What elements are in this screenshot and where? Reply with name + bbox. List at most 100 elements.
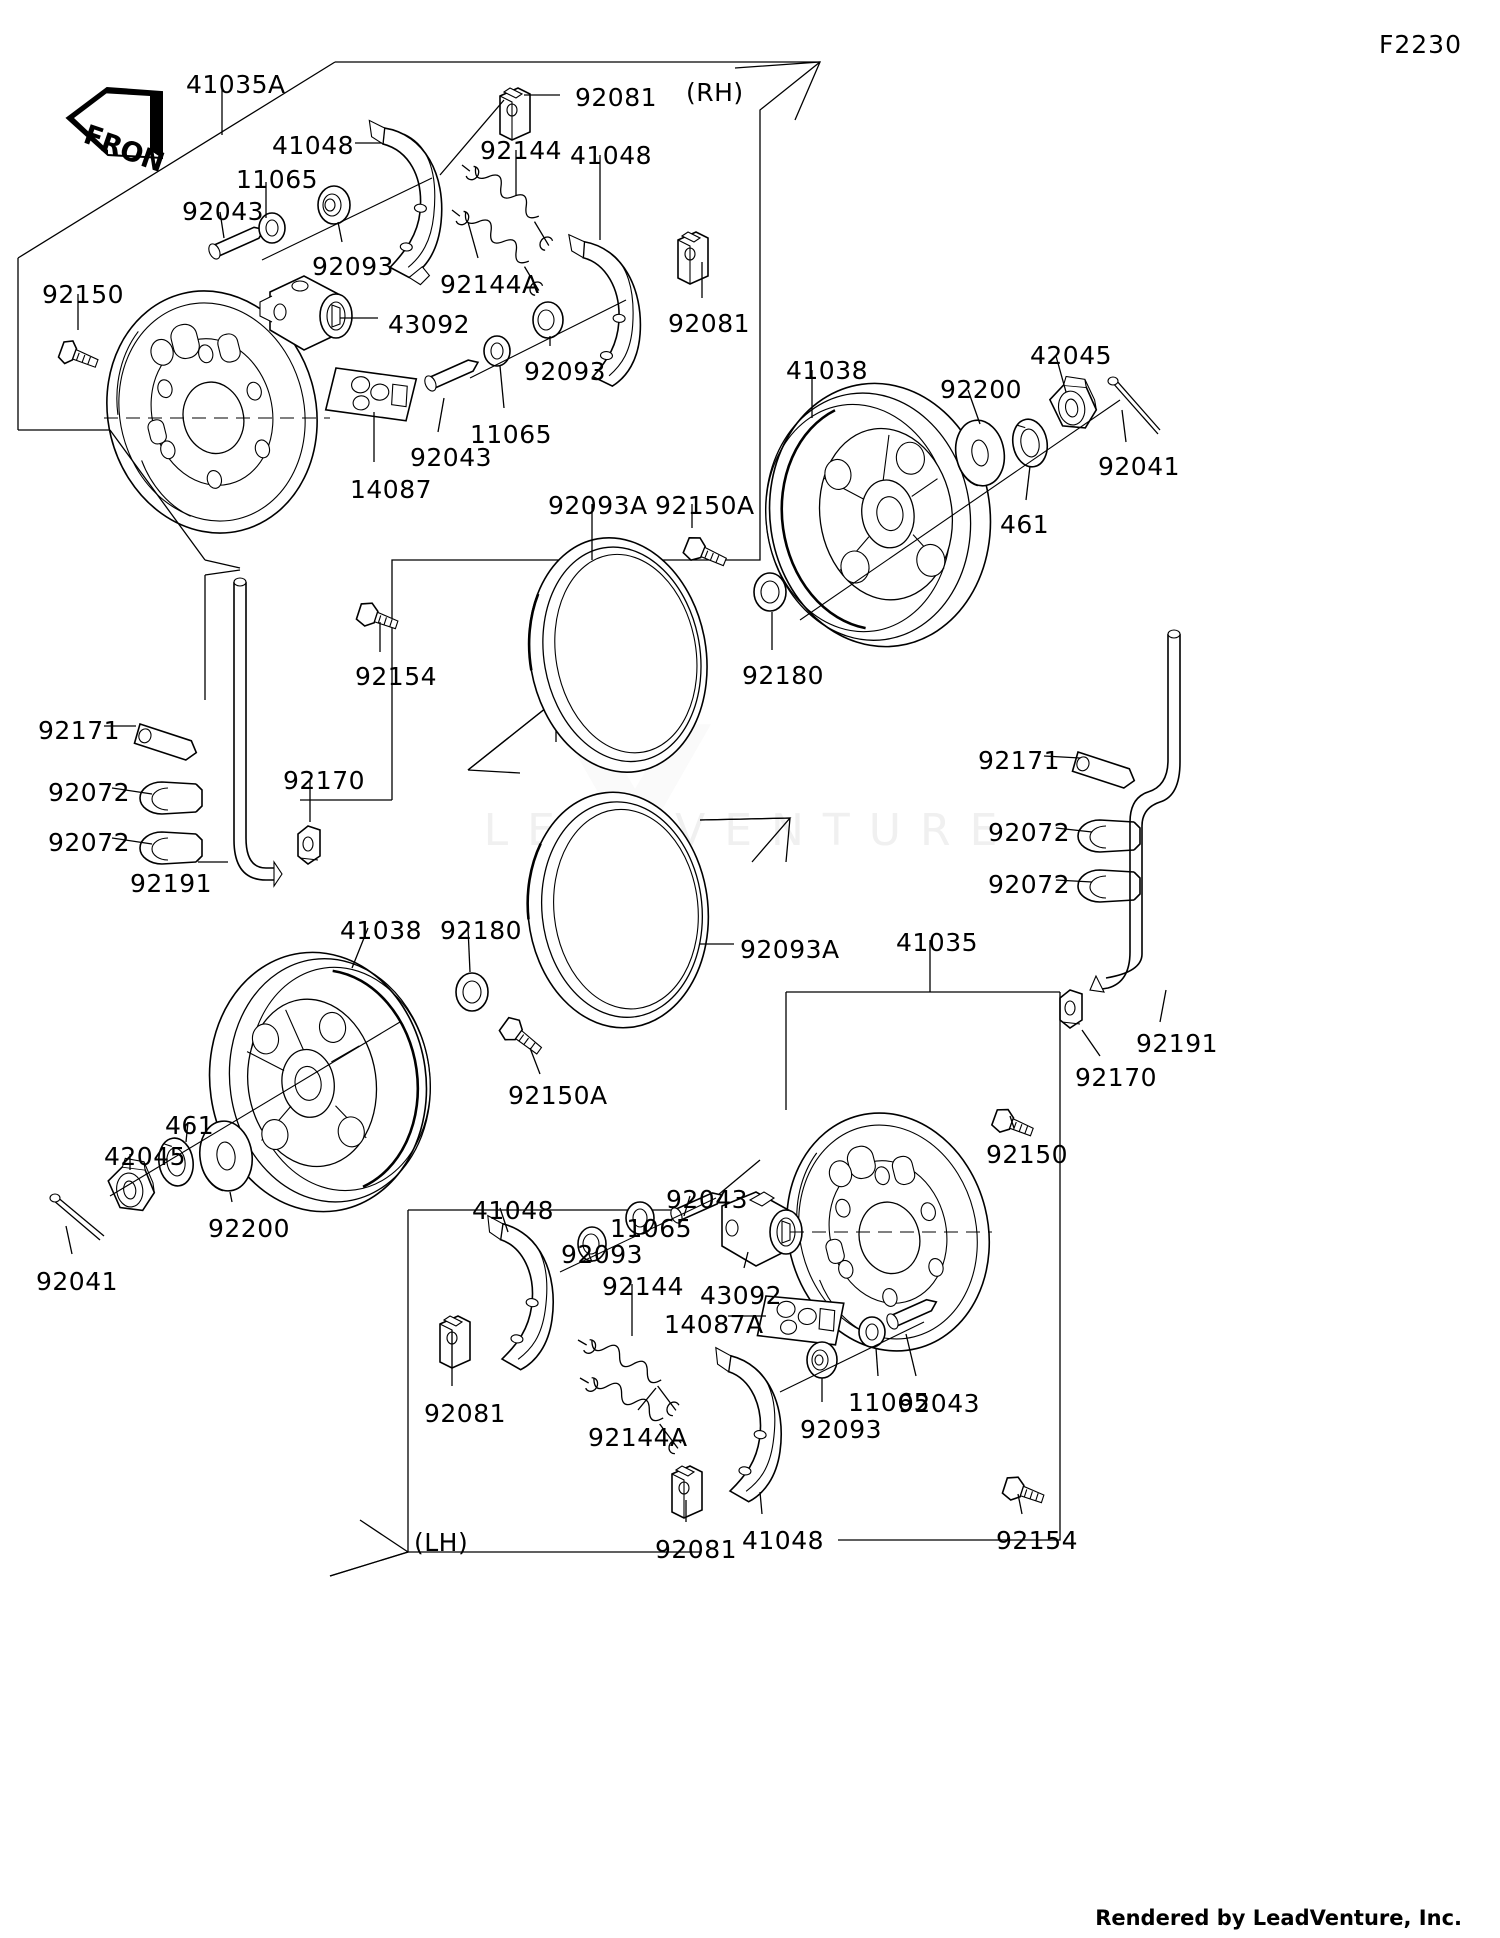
callout-wheel-cylinder[interactable]: 43092	[700, 1281, 783, 1310]
callout-plate[interactable]: 14087	[350, 475, 433, 504]
callout-spring-clip[interactable]: 92081	[668, 309, 751, 338]
assembly-axis-upper	[799, 399, 1121, 621]
callout-brake-drum[interactable]: 41038	[340, 916, 423, 945]
spring-clip-lh-2	[671, 1465, 703, 1519]
callout-seal[interactable]: 92093	[312, 252, 395, 281]
callout-pin[interactable]: 92043	[898, 1389, 981, 1418]
axis-lines	[104, 417, 992, 1233]
callout-bolt-flanged[interactable]: 92154	[355, 662, 438, 691]
callout-band[interactable]: 92072	[988, 818, 1071, 847]
leader-lines	[65, 88, 1167, 1522]
callout-pin[interactable]: 92043	[182, 197, 265, 226]
bolt-92154-lh	[1001, 1476, 1045, 1504]
callout-seal[interactable]: 92093	[561, 1240, 644, 1269]
spring-clip-rh-2	[677, 231, 709, 285]
callout-cap[interactable]: 11065	[848, 1388, 931, 1417]
cotter-pin-92041-upper	[1107, 376, 1161, 435]
callout-castle-nut[interactable]: 42045	[1030, 341, 1113, 370]
callout-brake-shoe[interactable]: 41048	[570, 141, 653, 170]
callout-bolt[interactable]: 92150A	[508, 1081, 608, 1110]
seal-92093-rh-1	[317, 185, 351, 225]
callout-oil-seal[interactable]: 92093A	[548, 491, 648, 520]
plate-14087	[324, 367, 418, 422]
callout-bolt[interactable]: 92150	[986, 1140, 1069, 1169]
callout-side-marker-rh[interactable]: (RH)	[686, 78, 744, 107]
washer-92200-upper	[954, 419, 1006, 487]
shim-92180-upper	[753, 572, 787, 612]
callout-tension-spring[interactable]: 92144	[602, 1272, 685, 1301]
callout-bolt[interactable]: 92150	[42, 280, 125, 309]
callout-brake-panel-rh[interactable]: 41035A	[186, 70, 286, 99]
callout-shim[interactable]: 92180	[440, 916, 523, 945]
callout-bolt[interactable]: 92150A	[655, 491, 755, 520]
callout-cotter-pin[interactable]: 92041	[1098, 452, 1181, 481]
callout-band[interactable]: 92072	[48, 778, 131, 807]
group-frame-rh	[17, 61, 821, 801]
callout-spring-clip[interactable]: 92081	[424, 1399, 507, 1428]
pin-92043-rh-1	[208, 226, 265, 260]
bolt-92154-rh	[355, 602, 399, 630]
callout-cap[interactable]: 11065	[470, 420, 553, 449]
cap-11065-rh-2	[483, 335, 511, 367]
callout-cap[interactable]: 11065	[610, 1214, 693, 1243]
callout-clamp[interactable]: 92170	[283, 766, 366, 795]
callout-lock-washer[interactable]: 461	[165, 1111, 215, 1140]
pin-92043-lh-2	[886, 1298, 938, 1330]
callout-clamp[interactable]: 92171	[38, 716, 121, 745]
brake-backing-plate-rh	[106, 290, 318, 534]
callout-pin[interactable]: 92043	[666, 1185, 749, 1214]
lock-washer-461-upper	[1011, 418, 1049, 468]
band-92072-left-2	[139, 831, 203, 865]
callout-bolt-flanged[interactable]: 92154	[996, 1526, 1079, 1555]
callout-spring-clip[interactable]: 92081	[575, 83, 658, 112]
callout-plate[interactable]: 14087A	[664, 1310, 764, 1339]
callout-clamp[interactable]: 92171	[978, 746, 1061, 775]
brake-shoe-rh-front	[368, 119, 443, 286]
callout-brake-tube[interactable]: 92191	[130, 869, 213, 898]
shim-92180-lower	[455, 972, 489, 1012]
callout-wheel-cylinder[interactable]: 43092	[388, 310, 471, 339]
callout-band[interactable]: 92072	[48, 828, 131, 857]
callout-clamp[interactable]: 92170	[1075, 1063, 1158, 1092]
callout-cotter-pin[interactable]: 92041	[36, 1267, 119, 1296]
front-badge-icon: F R O N	[65, 86, 168, 179]
callout-tension-spring[interactable]: 92144	[480, 136, 563, 165]
callout-brake-shoe[interactable]: 41048	[472, 1196, 555, 1225]
callout-cap[interactable]: 11065	[236, 165, 319, 194]
callout-shim[interactable]: 92180	[742, 661, 825, 690]
callout-washer[interactable]: 92200	[940, 375, 1023, 404]
washer-92200-lower	[198, 1120, 254, 1192]
figure-code: F2230	[1378, 30, 1462, 59]
pin-axis-rh	[261, 177, 627, 379]
callout-side-marker-lh[interactable]: (LH)	[414, 1528, 469, 1557]
tension-spring-lh-1	[577, 1339, 680, 1417]
callout-tension-spring[interactable]: 92144A	[588, 1423, 688, 1452]
pin-92043-rh-2	[424, 359, 480, 392]
bolt-92150-rh	[57, 340, 99, 368]
callout-band[interactable]: 92072	[988, 870, 1071, 899]
brake-drum-lower	[208, 951, 432, 1213]
frame-arrow-lh	[699, 817, 792, 863]
brake-tube-left	[233, 577, 283, 888]
callout-tension-spring[interactable]: 92144A	[440, 270, 540, 299]
callout-brake-shoe[interactable]: 41048	[742, 1526, 825, 1555]
tension-spring-rh-1	[461, 164, 554, 251]
callout-washer[interactable]: 92200	[208, 1214, 291, 1243]
seal-92093-rh-2	[532, 301, 564, 339]
callout-castle-nut[interactable]: 42045	[104, 1142, 187, 1171]
callout-brake-shoe[interactable]: 41048	[272, 131, 355, 160]
callout-oil-seal[interactable]: 92093A	[740, 935, 840, 964]
callout-spring-clip[interactable]: 92081	[655, 1535, 738, 1564]
callout-seal[interactable]: 92093	[800, 1415, 883, 1444]
callout-seal[interactable]: 92093	[524, 357, 607, 386]
callout-brake-drum[interactable]: 41038	[786, 356, 869, 385]
callout-lock-washer[interactable]: 461	[1000, 510, 1050, 539]
band-92072-right-1	[1077, 819, 1141, 853]
band-92072-left-1	[139, 781, 203, 815]
bolt-92150-lh	[990, 1108, 1034, 1137]
callout-pin[interactable]: 92043	[410, 443, 493, 472]
callout-brake-tube[interactable]: 92191	[1136, 1029, 1219, 1058]
callout-brake-panel-lh[interactable]: 41035	[896, 928, 979, 957]
